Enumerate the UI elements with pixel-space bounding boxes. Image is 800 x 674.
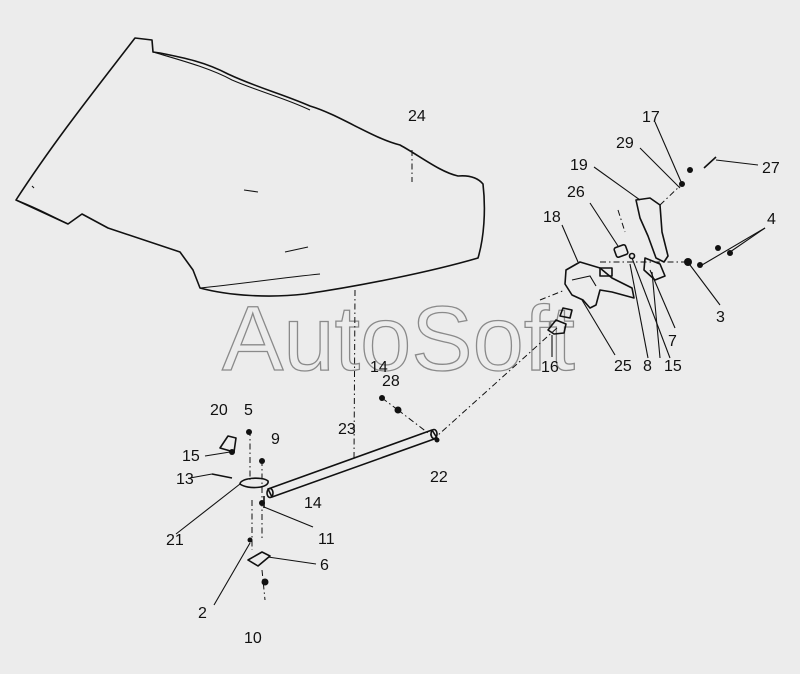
callout-26: 26 (567, 184, 585, 201)
callout-23: 23 (338, 421, 356, 438)
callout-7: 7 (668, 333, 677, 350)
callout-10: 10 (244, 630, 262, 647)
callout-28: 28 (382, 373, 400, 390)
bolt-27 (703, 156, 717, 169)
callout-20: 20 (210, 402, 228, 419)
callout-9: 9 (271, 431, 280, 448)
callout-14-upper: 14 (370, 359, 388, 376)
support-rod (266, 428, 438, 499)
callout-15-upper: 15 (664, 358, 682, 375)
callout-19: 19 (570, 157, 588, 174)
callout-labels: 24 17 29 19 27 26 18 4 3 7 25 8 15 16 14… (166, 108, 780, 647)
autosoft-watermark: AutoSoft (222, 288, 575, 390)
callout-27: 27 (762, 160, 780, 177)
callout-17: 17 (642, 109, 660, 126)
callout-8: 8 (643, 358, 652, 375)
callout-3: 3 (716, 309, 725, 326)
callout-21: 21 (166, 532, 184, 549)
leader-lines (175, 121, 766, 606)
callout-14-lower: 14 (304, 495, 322, 512)
lower-bracket-assembly (211, 435, 271, 567)
callout-11: 11 (318, 531, 335, 548)
callout-18: 18 (543, 209, 561, 226)
callout-4: 4 (767, 211, 776, 228)
callout-13: 13 (176, 471, 194, 488)
callout-24: 24 (408, 108, 426, 125)
callout-29: 29 (616, 135, 634, 152)
callout-2: 2 (198, 605, 207, 622)
upper-bracket-assembly (547, 197, 669, 335)
callout-15-lower: 15 (182, 448, 200, 465)
callout-5: 5 (244, 402, 253, 419)
callout-25: 25 (614, 358, 632, 375)
callout-16: 16 (541, 359, 559, 376)
callout-22: 22 (430, 469, 448, 486)
assembly-axis-lines (249, 150, 690, 601)
hood-panel (15, 37, 486, 297)
callout-6: 6 (320, 557, 329, 574)
